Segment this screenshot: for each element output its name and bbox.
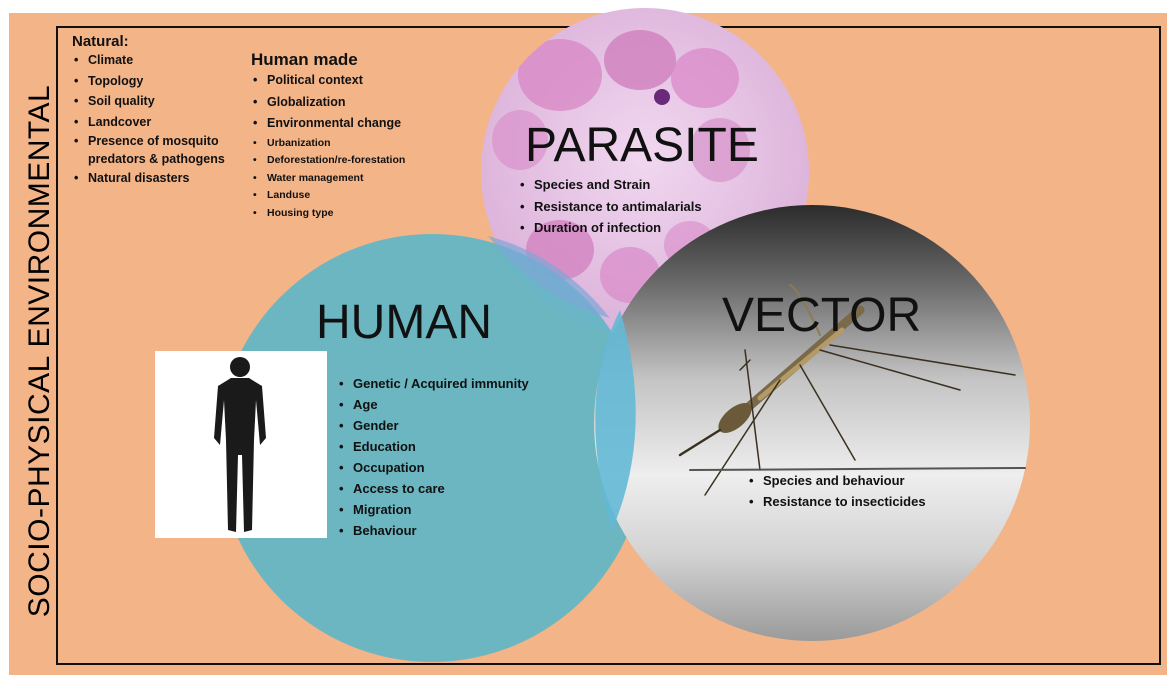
list-item: Resistance to antimalarials — [518, 196, 702, 218]
human-made-factors: Human made Political context Globalizati… — [251, 50, 405, 222]
list-item: Access to care — [337, 478, 529, 499]
human-made-heading: Human made — [251, 50, 405, 70]
vector-factors: Species and behaviour Resistance to inse… — [747, 470, 926, 512]
vector-title: VECTOR — [722, 288, 921, 343]
list-item: Soil quality — [72, 91, 278, 112]
human-title: HUMAN — [316, 295, 492, 350]
natural-heading: Natural: — [72, 33, 278, 50]
parasite-list: Species and Strain Resistance to antimal… — [518, 174, 702, 239]
list-item: Species and Strain — [518, 174, 702, 196]
list-item: Political context — [251, 70, 405, 92]
list-item: Occupation — [337, 457, 529, 478]
list-item: Duration of infection — [518, 217, 702, 239]
natural-list: Climate Topology Soil quality Landcover … — [72, 50, 278, 189]
parasite-title: PARASITE — [525, 118, 759, 173]
list-item: Landcover — [72, 112, 278, 133]
list-item: Urbanization — [251, 135, 405, 153]
list-item: Education — [337, 436, 529, 457]
human-made-list: Political context Globalization Environm… — [251, 70, 405, 222]
list-item: Natural disasters — [72, 168, 278, 189]
list-item: Topology — [72, 71, 278, 92]
list-item: Water management — [251, 170, 405, 188]
list-item: Species and behaviour — [747, 470, 926, 491]
human-factors: Genetic / Acquired immunity Age Gender E… — [337, 373, 529, 541]
list-item: Gender — [337, 415, 529, 436]
list-item: Landuse — [251, 187, 405, 205]
list-item: Presence of mosquito predators & pathoge… — [72, 132, 278, 168]
list-item: Behaviour — [337, 520, 529, 541]
parasite-factors: Species and Strain Resistance to antimal… — [518, 174, 702, 239]
list-item: Genetic / Acquired immunity — [337, 373, 529, 394]
list-item: Climate — [72, 50, 278, 71]
natural-factors: Natural: Climate Topology Soil quality L… — [72, 33, 278, 189]
side-title: SOCIO-PHYSICAL ENVIRONMENTAL — [23, 85, 57, 617]
vector-list: Species and behaviour Resistance to inse… — [747, 470, 926, 512]
vector-circle — [594, 205, 1030, 641]
list-item: Housing type — [251, 205, 405, 223]
list-item: Globalization — [251, 92, 405, 114]
list-item: Resistance to insecticides — [747, 491, 926, 512]
list-item: Deforestation/re-forestation — [251, 152, 405, 170]
list-item: Environmental change — [251, 113, 405, 135]
side-title-container: SOCIO-PHYSICAL ENVIRONMENTAL — [14, 35, 66, 667]
list-item: Age — [337, 394, 529, 415]
list-item: Migration — [337, 499, 529, 520]
human-list: Genetic / Acquired immunity Age Gender E… — [337, 373, 529, 541]
